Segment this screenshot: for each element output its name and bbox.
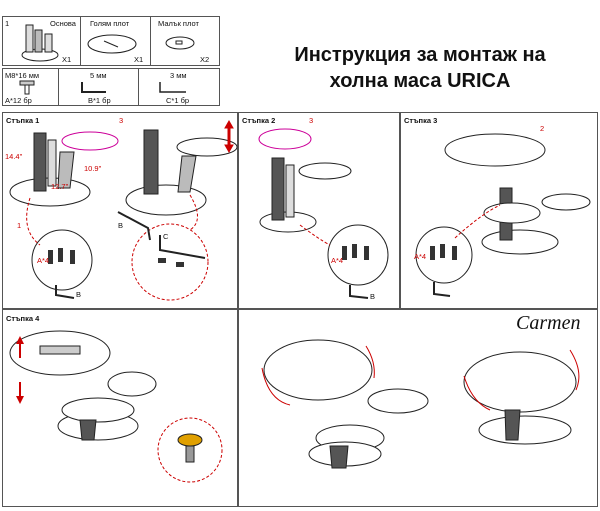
part-base-qty: X1	[62, 55, 72, 64]
callout-3-step1: 3	[119, 116, 124, 125]
document-title: Инструкция за монтаж на холна маса URICA	[270, 42, 570, 94]
part-base-name: Основа	[50, 19, 76, 28]
key-b-step1: B	[118, 221, 124, 230]
step-1-frame	[2, 112, 238, 309]
step-2-frame	[238, 112, 400, 309]
step-1-label: Стъпка 1	[6, 116, 40, 125]
hardware-divider-2	[138, 68, 139, 106]
bolt-size: M8*16 мм	[5, 71, 40, 80]
hex-key-5-qty: B*1 бр	[88, 96, 111, 105]
key-b-step1-detail: B	[76, 290, 82, 299]
bolt-count-step3: A*4	[414, 252, 427, 261]
part-small-top-qty: X2	[200, 55, 210, 64]
hex-key-3-qty: C*1 бр	[166, 96, 190, 105]
bolt-count-step1: A*4	[37, 256, 50, 265]
parts-divider-2	[150, 16, 151, 66]
step-2-label: Стъпка 2	[242, 116, 276, 125]
hex-key-3-icon	[159, 82, 186, 93]
hardware-divider-1	[58, 68, 59, 106]
bolt-icon	[19, 80, 35, 95]
callout-1: 1	[17, 221, 22, 230]
part-large-top-qty: X1	[134, 55, 144, 64]
result-frame	[238, 309, 598, 507]
hex-key-5-size: 5 мм	[90, 71, 107, 80]
key-c-step1: C	[163, 232, 169, 241]
bolt-count-step2: A*4	[331, 256, 344, 265]
hex-key-3-size: 3 мм	[170, 71, 187, 80]
parts-divider-1	[80, 16, 81, 66]
base-part-drawing	[21, 24, 59, 62]
dimension-height: 14.4"	[5, 152, 23, 161]
key-b-step2: B	[370, 292, 376, 301]
part-base-number: 1	[5, 19, 10, 28]
small-top-drawing	[165, 36, 195, 50]
bolt-qty: A*12 бр	[5, 96, 32, 105]
step-3-label: Стъпка 3	[404, 116, 438, 125]
hex-key-5-icon	[81, 82, 106, 93]
title-line-1: Инструкция за монтаж на	[294, 44, 546, 66]
title-line-2: холна маса URICA	[329, 70, 511, 92]
dimension-width: 12.7"	[51, 182, 69, 191]
part-small-top-name: Малък плот	[158, 19, 199, 28]
parts-table	[2, 16, 220, 66]
hardware-table	[2, 68, 220, 106]
part-large-top-name: Голям плот	[90, 19, 130, 28]
dimension-depth: 10.9"	[84, 164, 102, 173]
brand-logo: Carmen	[516, 312, 581, 334]
step-3-frame	[400, 112, 598, 309]
callout-2: 2	[540, 124, 545, 133]
step-4-label: Стъпка 4	[6, 314, 40, 323]
large-top-drawing	[87, 34, 137, 54]
callout-3-step2: 3	[309, 116, 314, 125]
step-4-frame	[2, 309, 238, 507]
